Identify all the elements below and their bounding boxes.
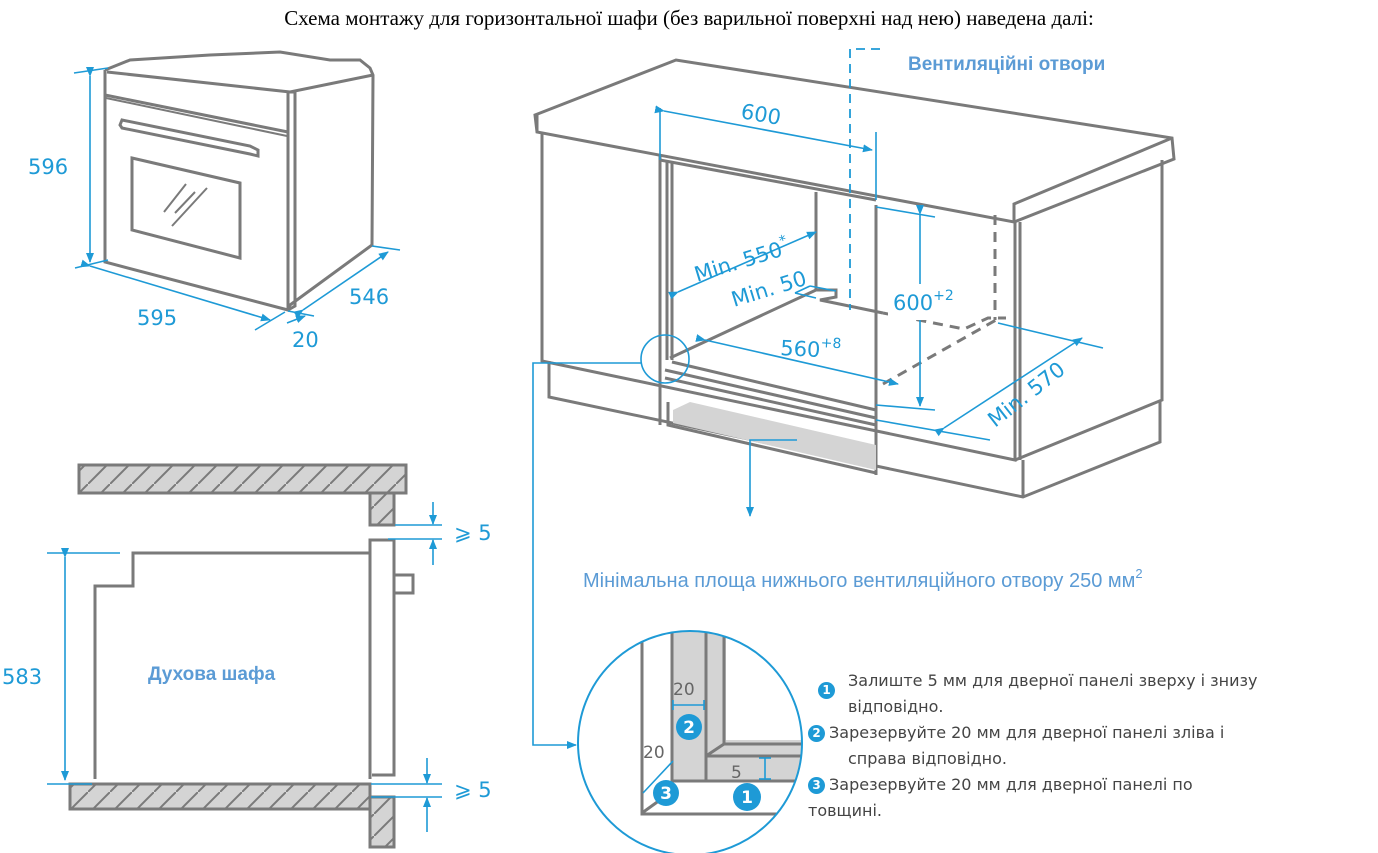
oven-depth-value: 546 (349, 285, 389, 309)
bottom-vent-note: Мінімальна площа нижнього вентиляційного… (583, 570, 1135, 592)
oven-width-value: 595 (137, 306, 177, 330)
bottom-vent-note-sup: 2 (1135, 566, 1142, 581)
detail-thickness-gap-value: 20 (643, 743, 665, 763)
legend-item-1-text: Залиште 5 мм для дверної панелі зверху і… (848, 671, 1258, 690)
vent-holes-label: Вентиляційні отвори (908, 54, 1105, 75)
niche-depth-tolerance: +8 (820, 335, 841, 352)
svg-text:600+2: 600+2 (893, 288, 954, 315)
legend-badge-2: 2 (808, 725, 825, 742)
detail-side-gap-value: 20 (673, 680, 695, 700)
niche-height-value: 600 (893, 291, 933, 315)
legend: Залиште 5 мм для дверної панелі зверху і… (808, 668, 1378, 824)
svg-text:560+8: 560+8 (780, 333, 842, 363)
section-height-value: 583 (2, 665, 42, 689)
detail-badge-3: 3 (653, 780, 679, 806)
legend-item-2-text-cont: справа відповідно. (848, 749, 1007, 768)
svg-text:2: 2 (683, 718, 695, 738)
legend-badge-1: 1 (818, 682, 835, 699)
oven-3d-dimensions: 596 595 546 20 (28, 67, 401, 352)
niche-width-value: 600 (739, 99, 783, 130)
min-550-note: * (777, 232, 788, 249)
detail-badge-2: 2 (676, 714, 702, 740)
bottom-gap-value: ⩾ 5 (454, 778, 492, 802)
legend-item-2-text: Зарезервуйте 20 мм для дверної панелі зл… (829, 723, 1225, 742)
niche-height-tolerance: +2 (933, 288, 954, 304)
legend-item-1-text-cont: відповідно. (848, 697, 944, 716)
legend-item-1: Залиште 5 мм для дверної панелі зверху і… (808, 668, 1378, 720)
oven-label: Духова шафа (148, 664, 276, 685)
side-section-drawing (68, 463, 415, 849)
oven-height-value: 596 (28, 155, 68, 179)
legend-item-3-text-cont: товщині. (808, 801, 882, 820)
top-gap-value: ⩾ 5 (454, 521, 492, 545)
detail-top-bottom-gap-value: 5 (731, 763, 742, 783)
detail-circle-marker (640, 334, 690, 384)
door-thickness-value: 20 (292, 328, 319, 352)
legend-item-3-text: Зарезервуйте 20 мм для дверної панелі по (829, 775, 1193, 794)
side-section-dimensions: 583 ⩾ 5 ⩾ 5 (2, 502, 492, 832)
svg-text:Мінімальна площа нижнього вент: Мінімальна площа нижнього вентиляційного… (583, 566, 1143, 592)
cabinet-3d-drawing (533, 58, 1176, 499)
svg-text:3: 3 (660, 784, 672, 804)
detail-magnified-view (577, 630, 803, 853)
niche-depth-value: 560 (780, 336, 821, 362)
legend-badge-3: 3 (808, 777, 825, 794)
oven-3d-drawing (103, 50, 375, 312)
svg-text:1: 1 (741, 788, 753, 808)
detail-badge-1: 1 (733, 783, 761, 811)
page-title: Схема монтажу для горизонтальної шафи (б… (284, 6, 1094, 30)
